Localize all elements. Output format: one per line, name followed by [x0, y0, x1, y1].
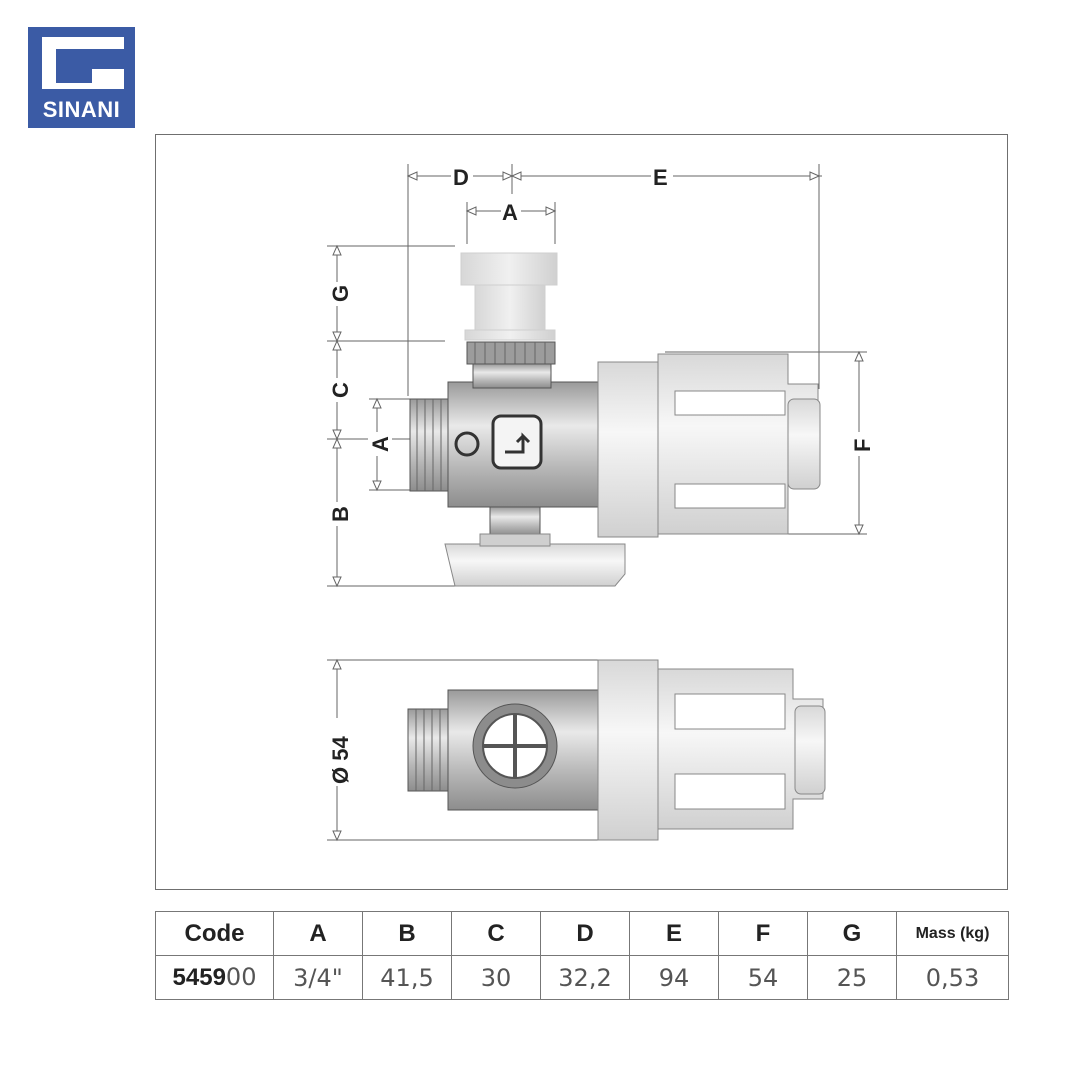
side-view-dimensions — [327, 164, 867, 587]
header-code: Code — [155, 911, 274, 956]
spec-table: Code A B C D E F G Mass (kg) 545900 3/4"… — [155, 911, 1009, 1000]
cell-d: 32,2 — [540, 955, 630, 1000]
cell-g: 25 — [807, 955, 897, 1000]
table-header-row: Code A B C D E F G Mass (kg) — [155, 911, 1009, 956]
label-g: G — [328, 285, 353, 302]
header-a: A — [273, 911, 363, 956]
label-d: D — [453, 165, 469, 190]
label-a-top: A — [502, 200, 518, 225]
header-d: D — [540, 911, 630, 956]
sinani-logo — [28, 27, 135, 128]
logo-text: SINANI — [42, 97, 121, 122]
bottom-view-arrows — [332, 658, 342, 842]
label-b: B — [328, 506, 353, 522]
bottom-view-label-group: Ø 54 — [328, 718, 353, 786]
header-f: F — [718, 911, 808, 956]
label-f: F — [850, 439, 875, 452]
side-view-labels: D E A G C A B F — [328, 162, 875, 526]
filter-bottom-view — [407, 659, 826, 841]
cell-e: 94 — [629, 955, 719, 1000]
code-bold: 5459 — [172, 964, 226, 991]
label-c: C — [328, 382, 353, 398]
table-row: 545900 3/4" 41,5 30 32,2 94 54 25 0,53 — [155, 955, 1009, 1000]
header-e: E — [629, 911, 719, 956]
header-c: C — [451, 911, 541, 956]
technical-drawing: D E A G C A B F — [327, 162, 875, 842]
header-g: G — [807, 911, 897, 956]
label-e: E — [653, 165, 668, 190]
cell-c: 30 — [451, 955, 541, 1000]
header-mass: Mass (kg) — [896, 911, 1009, 956]
cell-b: 41,5 — [362, 955, 452, 1000]
dimension-arrows — [332, 171, 864, 588]
header-b: B — [362, 911, 452, 956]
label-a-left: A — [368, 436, 393, 452]
cell-f: 54 — [718, 955, 808, 1000]
cell-mass: 0,53 — [896, 955, 1009, 1000]
cell-a: 3/4" — [273, 955, 363, 1000]
code-light: 00 — [225, 963, 257, 991]
cell-code: 545900 — [155, 955, 274, 1000]
filter-side-view — [409, 252, 821, 587]
label-diameter: Ø 54 — [328, 736, 353, 784]
